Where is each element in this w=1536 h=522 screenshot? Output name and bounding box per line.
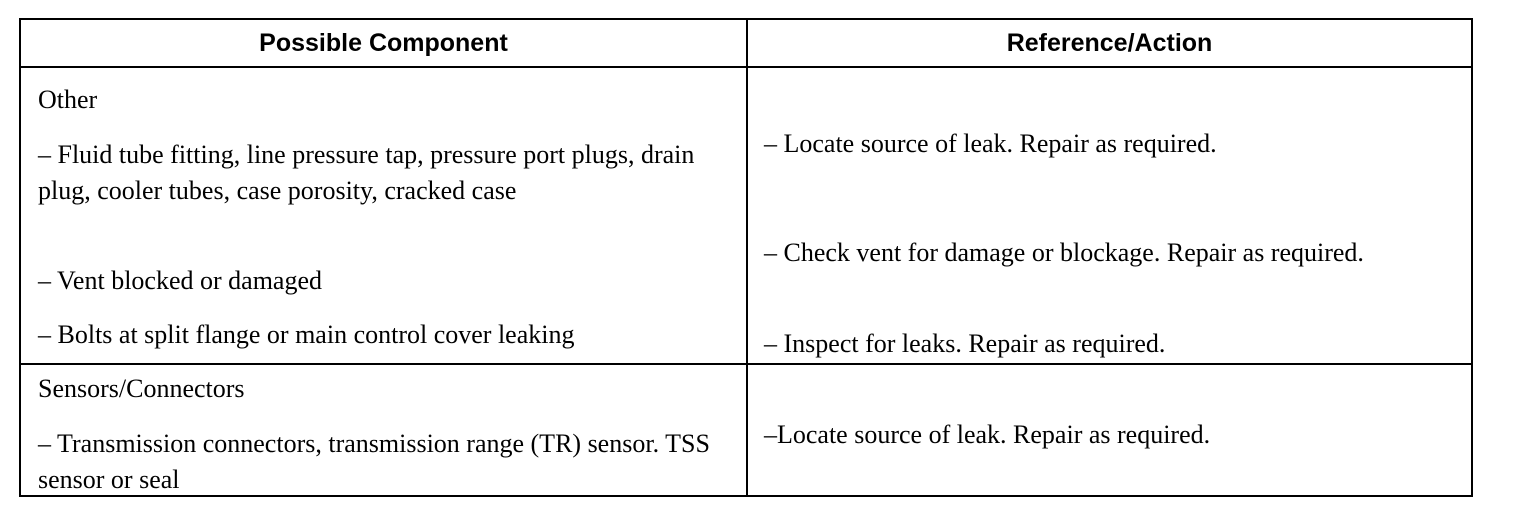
component-title-sensors-connectors: Sensors/Connectors [38,374,245,403]
component-vent-blocked: – Vent blocked or damaged [38,266,322,295]
header-possible-component: Possible Component [259,29,508,57]
component-title-other: Other [38,85,98,114]
header-reference-action: Reference/Action [1006,29,1213,57]
column-divider [746,20,748,495]
component-bolts-split-flange: – Bolts at split flange or main control … [38,320,575,349]
action-locate-source: – Locate source of leak. Repair as requi… [764,129,1217,158]
component-transmission-connectors: – Transmission connectors, transmission … [38,429,710,494]
row-divider [21,363,1471,365]
diagnostic-table: Possible Component Reference/Action Othe… [19,18,1473,497]
action-locate-source-sensors: –Locate source of leak. Repair as requir… [764,420,1211,449]
action-inspect-leaks: – Inspect for leaks. Repair as required. [764,329,1166,358]
action-check-vent: – Check vent for damage or blockage. Rep… [764,238,1364,267]
component-fluid-tube-fitting: – Fluid tube fitting, line pressure tap,… [38,140,695,205]
